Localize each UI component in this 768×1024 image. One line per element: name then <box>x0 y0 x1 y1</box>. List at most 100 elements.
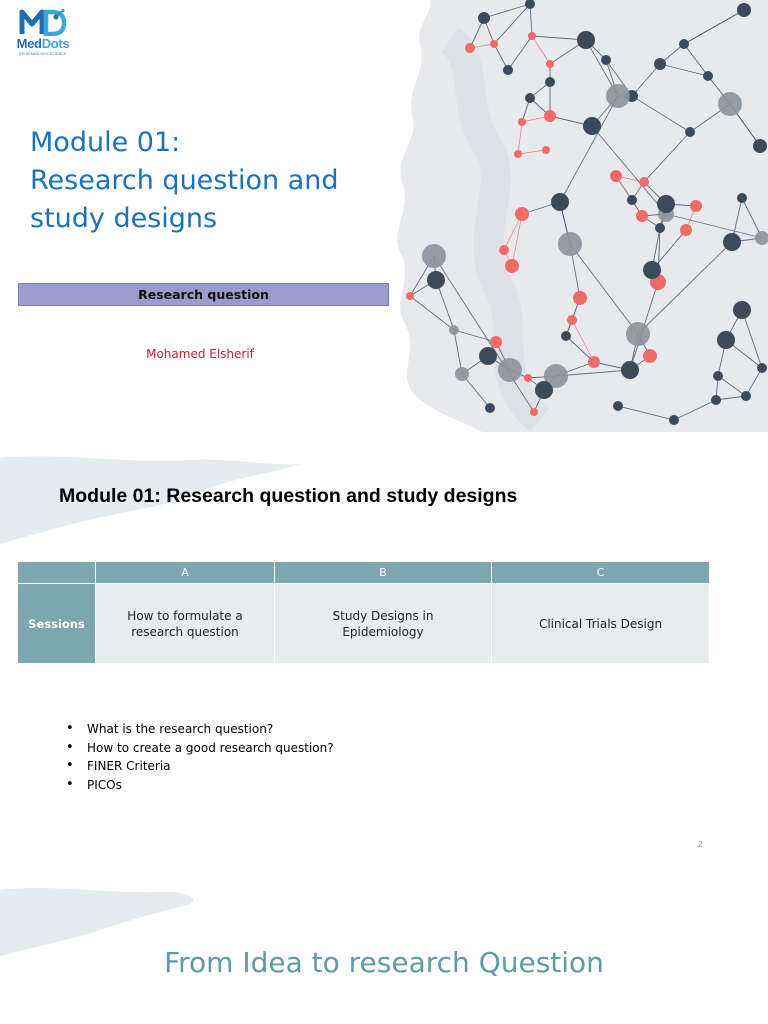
network-node <box>525 0 535 9</box>
table-corner-cell <box>17 561 96 584</box>
network-edge <box>571 319 595 363</box>
network-node <box>621 361 639 379</box>
network-edge <box>493 3 531 45</box>
network-node <box>498 358 522 382</box>
network-edge <box>483 3 531 19</box>
network-node <box>406 292 414 300</box>
network-node <box>449 325 459 335</box>
network-node <box>626 322 650 346</box>
network-node <box>643 261 661 279</box>
module-title-line: Module 01: <box>30 127 181 158</box>
network-node <box>737 3 751 17</box>
network-edge <box>433 255 535 413</box>
network-edge <box>511 213 523 267</box>
network-edge <box>715 395 747 401</box>
network-node <box>753 139 767 153</box>
network-edge <box>617 405 675 421</box>
column-header: B <box>274 561 492 584</box>
overview-slide: Module 01: Research question and study d… <box>0 432 768 856</box>
network-edge <box>461 373 491 409</box>
network-edge <box>591 125 667 215</box>
network-edge <box>643 131 691 183</box>
module-title-line: study designs <box>30 203 218 234</box>
section-bar-research-question: Research question <box>18 283 389 306</box>
list-item: PICOs <box>66 776 334 795</box>
network-node <box>514 150 522 158</box>
network-node <box>542 146 550 154</box>
network-edge <box>673 399 717 421</box>
network-node <box>757 363 767 373</box>
network-edge <box>565 335 595 363</box>
network-edge <box>409 295 455 331</box>
network-edge <box>555 369 631 377</box>
network-node <box>485 403 495 413</box>
network-node <box>567 315 577 325</box>
network-edge <box>453 329 497 343</box>
network-edge <box>637 241 733 335</box>
network-node <box>490 336 502 348</box>
network-edge <box>717 375 747 397</box>
network-node <box>544 364 568 388</box>
network-node <box>544 110 556 122</box>
network-edge <box>741 197 763 239</box>
network-node <box>627 195 637 205</box>
network-node <box>685 127 695 137</box>
meddots-logo: MedDots EPIDEMIOLOGY SCIENCE <box>8 8 78 56</box>
network-node <box>505 259 519 273</box>
network-node <box>577 31 595 49</box>
network-edge <box>631 95 691 133</box>
network-node <box>717 331 735 349</box>
network-node <box>606 84 630 108</box>
network-edge <box>741 309 763 369</box>
network-node <box>643 349 657 363</box>
network-edge <box>683 9 745 45</box>
section-slide: From Idea to research Question <box>0 856 768 1024</box>
network-node <box>654 58 666 70</box>
network-node <box>573 291 587 305</box>
brush-stroke-decoration <box>0 456 300 544</box>
network-node <box>690 200 702 212</box>
network-node <box>546 60 554 68</box>
table-row: Sessions How to formulate a research que… <box>17 583 710 664</box>
network-node <box>601 55 611 65</box>
network-node <box>525 93 535 103</box>
table-cell: How to formulate a research question <box>95 583 275 664</box>
network-edge <box>529 3 533 37</box>
network-node <box>636 210 648 222</box>
network-edge <box>745 367 763 397</box>
section-title: From Idea to research Question <box>164 946 604 979</box>
network-node <box>503 65 513 75</box>
network-node <box>499 245 509 255</box>
table-cell: Clinical Trials Design <box>491 583 710 664</box>
table-cell: Study Designs in Epidemiology <box>274 583 492 664</box>
network-node <box>558 232 582 256</box>
network-node <box>703 71 713 81</box>
list-item: How to create a good research question? <box>66 739 334 758</box>
page-number: 2 <box>698 840 703 849</box>
network-node <box>515 207 529 221</box>
network-edge <box>531 35 587 41</box>
logo-md-icon <box>19 8 67 36</box>
network-node <box>518 118 526 126</box>
network-edge <box>659 63 709 77</box>
network-node <box>613 401 623 411</box>
network-edge <box>453 329 463 375</box>
column-header: C <box>491 561 710 584</box>
network-node <box>680 224 692 236</box>
network-edge <box>517 121 523 155</box>
network-node <box>465 43 475 53</box>
network-node <box>561 331 571 341</box>
network-node <box>478 12 490 24</box>
network-node <box>733 301 751 319</box>
network-node <box>551 193 569 211</box>
list-item: What is the research question? <box>66 720 334 739</box>
logo-tagline: EPIDEMIOLOGY SCIENCE <box>19 52 67 56</box>
network-node <box>535 381 553 399</box>
network-node <box>741 391 751 401</box>
network-node <box>530 408 538 416</box>
network-node <box>718 92 742 116</box>
network-node <box>545 77 555 87</box>
network-node <box>422 244 446 268</box>
network-node <box>455 367 469 381</box>
network-node <box>524 374 532 382</box>
